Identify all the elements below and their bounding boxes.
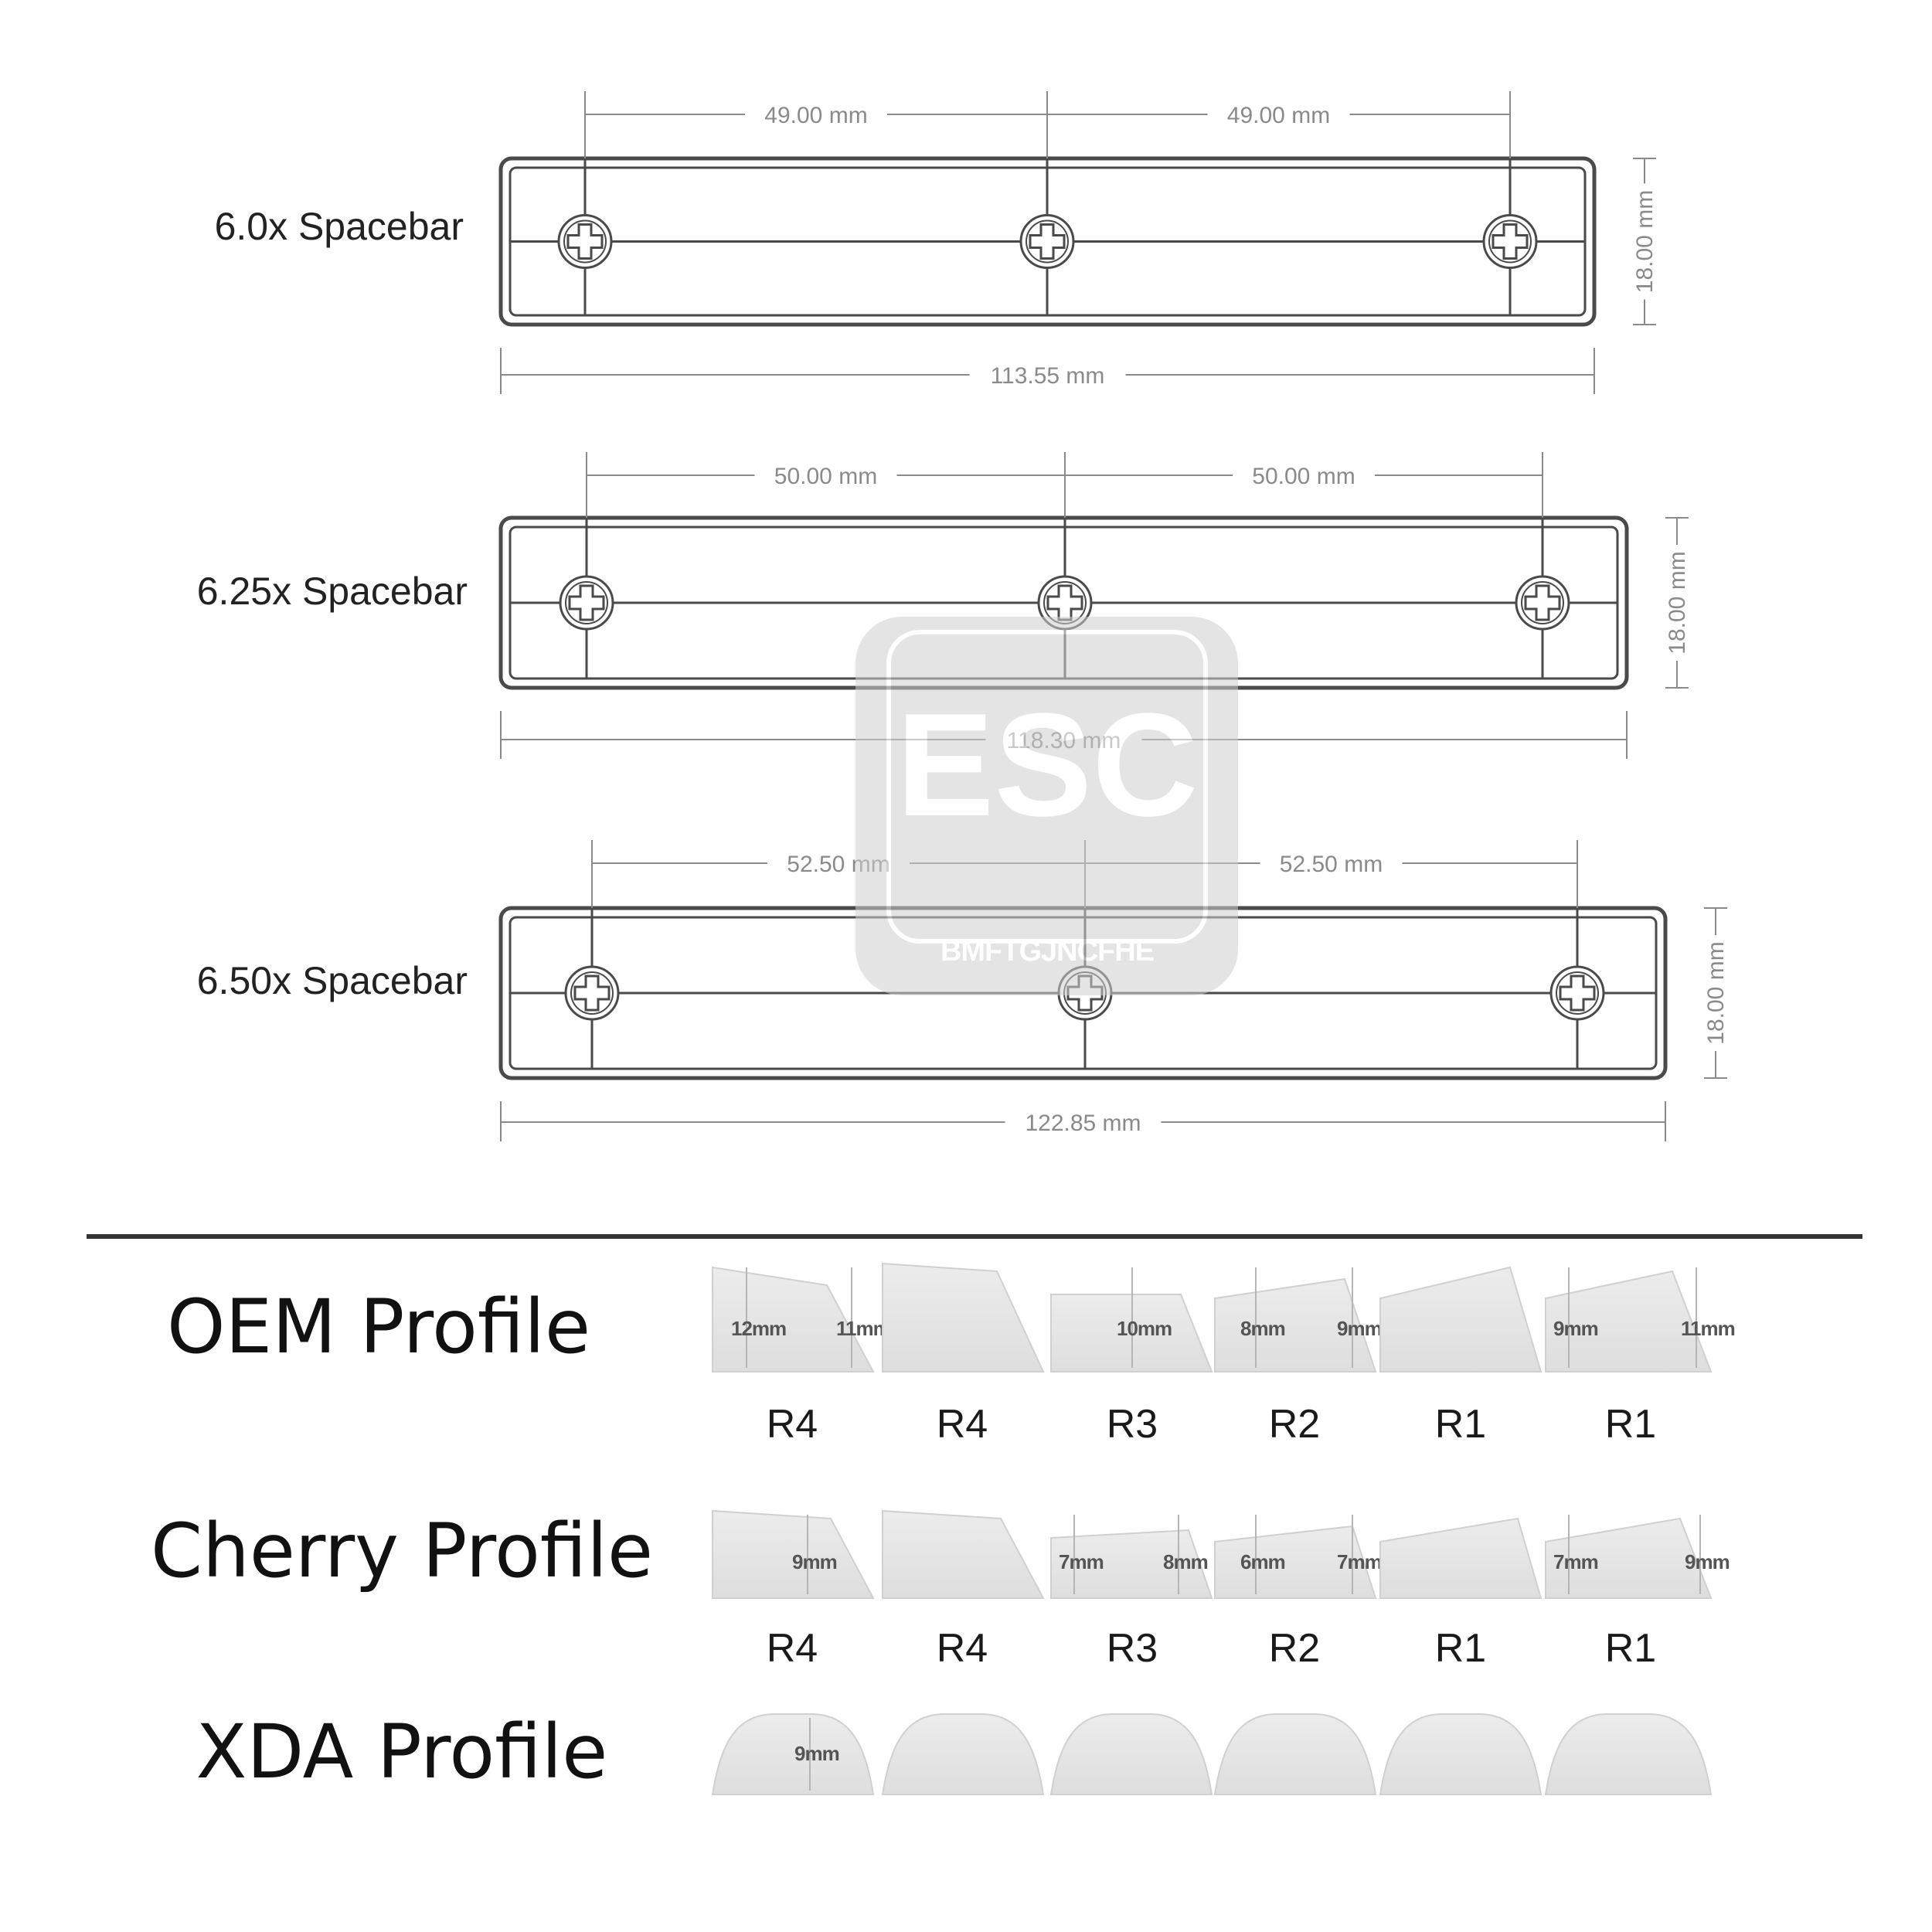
spacebar-label: 6.25x Spacebar: [197, 570, 468, 613]
keycap-silhouette: 9mm 11mm: [1545, 1267, 1736, 1372]
row-label: R1: [1435, 1626, 1486, 1671]
stabilizer-icon: [1037, 575, 1093, 631]
pitch-right-dimension: 49.00 mm: [1227, 103, 1330, 128]
height-measure: 11mm: [836, 1317, 890, 1340]
row-label: R2: [1269, 1402, 1320, 1447]
watermark-sub-text: BMFTGJNCFHE: [940, 935, 1154, 968]
row-label: R4: [937, 1626, 988, 1671]
stabilizer-icon: [1482, 214, 1538, 269]
keycap-silhouette: 9mm: [712, 1509, 875, 1599]
height-measure: 9mm: [792, 1550, 837, 1573]
keycap-silhouette: [882, 1262, 1045, 1372]
height-measure: 7mm: [1337, 1550, 1382, 1573]
row-label: R4: [937, 1402, 988, 1447]
height-dimension: 18.00 mm: [1632, 190, 1658, 293]
height-measure: 9mm: [794, 1742, 839, 1765]
stabilizer-icon: [1515, 575, 1570, 631]
profile-title: XDA Profile: [196, 1709, 608, 1795]
height-measure: 11mm: [1681, 1317, 1735, 1340]
keycap-silhouette: 7mm 9mm: [1545, 1515, 1730, 1599]
stabilizer-icon: [559, 575, 614, 631]
keycap-silhouette: [1379, 1266, 1543, 1372]
stabilizer-icon: [557, 214, 613, 269]
height-measure: 9mm: [1685, 1550, 1730, 1573]
profile-title: OEM Profile: [167, 1284, 590, 1370]
spacebar-label: 6.50x Spacebar: [197, 959, 468, 1002]
watermark: ESC BMFTGJNCFHE: [855, 617, 1238, 995]
spacebar-label: 6.0x Spacebar: [215, 205, 464, 248]
height-measure: 7mm: [1059, 1550, 1104, 1573]
height-dimension: 18.00 mm: [1665, 551, 1690, 654]
spacebar-1: 6.0x Spacebar 49.00 mm 49.00 mm 113.55 mm 18…: [215, 91, 1658, 394]
height-measure: 6mm: [1240, 1550, 1285, 1573]
height-dimension: 18.00 mm: [1703, 941, 1729, 1044]
keycap-silhouette: 8mm 9mm: [1214, 1267, 1383, 1372]
pitch-left-dimension: 50.00 mm: [774, 464, 877, 489]
pitch-right-dimension: 50.00 mm: [1252, 464, 1355, 489]
keycap-silhouette: 10mm: [1050, 1267, 1213, 1372]
keycap-silhouette: [882, 1509, 1045, 1599]
row-label: R1: [1605, 1402, 1656, 1447]
stabilizer-icon: [564, 965, 620, 1021]
total-width-dimension: 122.85 mm: [1025, 1111, 1141, 1136]
watermark-inner: [886, 630, 1208, 944]
keycap-silhouette: [1379, 1517, 1543, 1599]
stabilizer-icon: [1549, 965, 1605, 1021]
row-label: R4: [767, 1626, 818, 1671]
profile-title: Cherry Profile: [151, 1508, 653, 1594]
height-measure: 12mm: [731, 1317, 786, 1340]
keycap-silhouette: [881, 1713, 1045, 1795]
row-label: R1: [1605, 1626, 1656, 1671]
keycap-silhouette: 12mm 11mm: [712, 1266, 891, 1372]
row-label: R4: [767, 1402, 818, 1447]
height-measure: 9mm: [1553, 1317, 1598, 1340]
keycap-silhouette: 9mm: [711, 1713, 875, 1795]
height-measure: 8mm: [1240, 1317, 1285, 1340]
keycap-silhouette: [1049, 1713, 1213, 1795]
pitch-left-dimension: 49.00 mm: [764, 103, 867, 128]
stabilizer-icon: [1019, 214, 1075, 269]
height-measure: 10mm: [1117, 1317, 1172, 1340]
keycap-silhouette: [1379, 1713, 1543, 1795]
keycap-silhouette: 7mm 8mm: [1050, 1515, 1213, 1599]
watermark-badge: [855, 617, 1238, 995]
pitch-right-dimension: 52.50 mm: [1280, 852, 1383, 877]
row-label: R3: [1107, 1402, 1158, 1447]
keycap-silhouette: 6mm 7mm: [1214, 1515, 1383, 1599]
row-label: R2: [1269, 1626, 1320, 1671]
profile-3: XDA Profile 9mm: [196, 1709, 1713, 1795]
height-measure: 9mm: [1337, 1317, 1382, 1340]
height-measure: 7mm: [1553, 1550, 1598, 1573]
keycap-silhouette: [1213, 1713, 1377, 1795]
height-measure: 8mm: [1163, 1550, 1208, 1573]
watermark-main-text: ESC: [896, 683, 1199, 847]
row-label: R1: [1435, 1402, 1486, 1447]
total-width-dimension: 113.55 mm: [991, 363, 1105, 389]
keycap-silhouette: [1544, 1713, 1713, 1795]
row-label: R3: [1107, 1626, 1158, 1671]
